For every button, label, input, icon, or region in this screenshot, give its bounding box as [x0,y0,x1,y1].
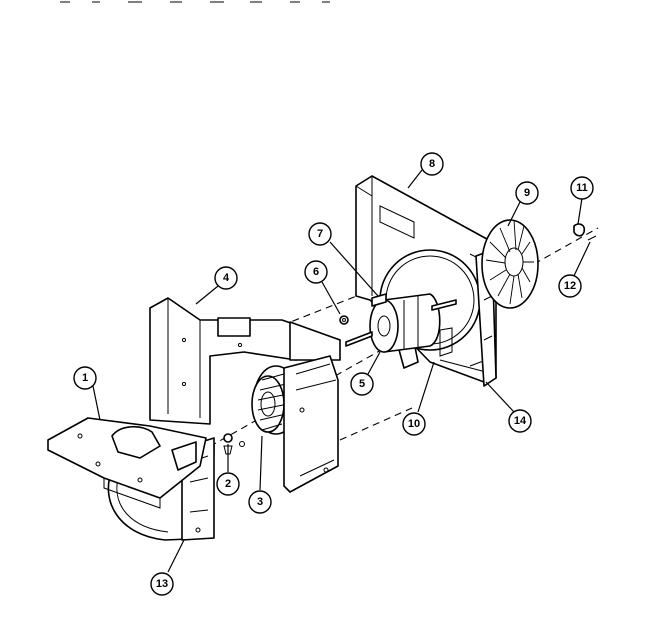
leader-8 [407,169,423,189]
leader-6 [321,281,341,315]
callout-3: 3 [248,490,272,514]
callout-13: 13 [150,572,174,596]
leader-4 [195,285,219,305]
leader-7 [329,241,379,297]
callout-11: 11 [570,176,594,200]
callout-4: 4 [214,266,238,290]
svg-text:6: 6 [313,266,319,278]
leader-1 [92,385,101,421]
callout-12: 12 [558,274,582,298]
callout-10: 10 [402,412,426,436]
blower-side-panel [283,355,339,493]
svg-text:1: 1 [82,372,88,384]
callout-6: 6 [304,260,328,284]
callout-2: 2 [216,472,240,496]
grommet-part-7 [371,293,387,307]
leader-3 [259,435,263,491]
screw-part-2 [223,433,245,455]
top-cover-plate [47,417,207,509]
svg-text:5: 5 [359,378,365,390]
callout-8: 8 [420,152,444,176]
callout-5: 5 [350,372,374,396]
fan-shroud-bulkhead [355,175,497,383]
svg-text:8: 8 [429,158,435,170]
leader-10 [417,361,435,413]
fan-motor [345,293,457,353]
svg-text:9: 9 [524,187,530,199]
svg-text:2: 2 [225,478,231,490]
callout-14: 14 [508,409,532,433]
leader-11 [577,197,583,225]
leader-14 [485,381,515,413]
svg-text:7: 7 [317,228,323,240]
svg-text:3: 3 [257,496,263,508]
leader-9 [507,201,521,227]
svg-text:10: 10 [408,418,420,430]
callout-1: 1 [73,366,97,390]
svg-text:14: 14 [514,415,527,427]
condenser-fan-blade [481,219,539,309]
leader-5 [367,351,381,375]
assembly-guide-line-lower [339,407,413,441]
leader-12 [571,241,591,281]
svg-text:4: 4 [223,272,230,284]
leader-13 [167,539,185,573]
fan-clip-and-screw [573,223,597,241]
callout-7: 7 [308,222,332,246]
nut-part-6 [339,315,349,325]
svg-text:11: 11 [576,182,588,194]
callout-9: 9 [515,181,539,205]
partition-panel [149,297,341,425]
svg-text:13: 13 [156,578,168,590]
svg-text:12: 12 [564,280,576,292]
